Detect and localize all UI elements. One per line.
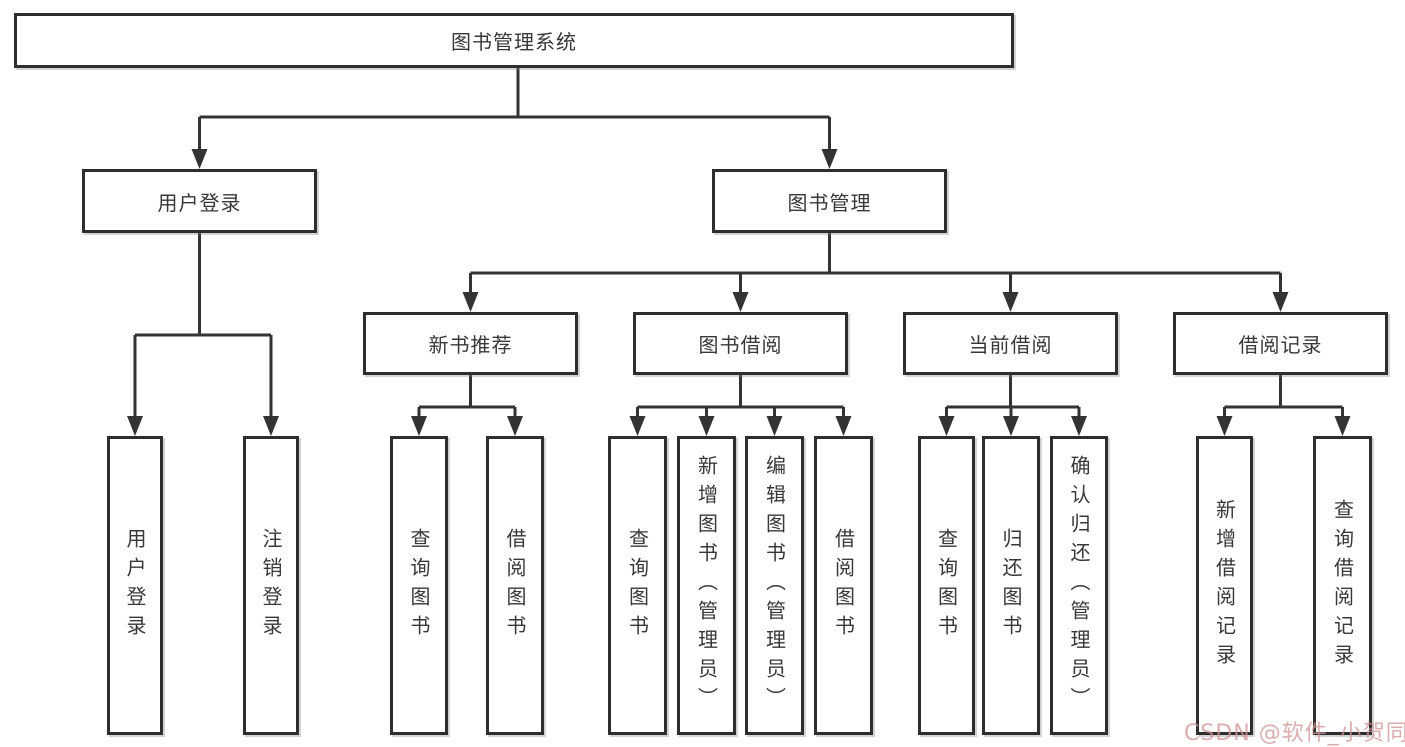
leaf-query-books-borrow: 查询图书	[608, 436, 667, 735]
leaf-add-books-admin-label: 新增图书（管理员）	[694, 455, 719, 716]
leaf-logout-label: 注销登录	[259, 527, 283, 644]
leaf-query-borrow-record: 查询借阅记录	[1313, 436, 1372, 735]
node-book-borrowing: 图书借阅	[633, 312, 848, 375]
node-user-login: 用户登录	[82, 169, 317, 233]
leaf-confirm-return-admin-label: 确认归还（管理员）	[1067, 455, 1091, 716]
node-borrowing-records: 借阅记录	[1173, 312, 1388, 375]
wire-root-level2	[198, 68, 831, 151]
node-current-borrowing: 当前借阅	[903, 312, 1118, 375]
leaf-query-books-current: 查询图书	[918, 436, 975, 735]
leaf-return-books-label: 归还图书	[999, 527, 1023, 644]
leaf-user-login-label: 用户登录	[123, 527, 147, 644]
leaf-borrow-books-recommend-label: 借阅图书	[503, 527, 527, 644]
node-book-borrowing-label: 图书借阅	[698, 333, 783, 357]
wire-userlogin-leaves	[133, 233, 273, 418]
leaf-add-books-admin: 新增图书（管理员）	[677, 436, 736, 735]
leaf-add-borrow-record-label: 新增借阅记录	[1212, 498, 1237, 673]
leaf-query-books-current-label: 查询图书	[934, 527, 959, 644]
leaf-borrow-books-recommend: 借阅图书	[486, 436, 544, 735]
leaf-edit-books-admin-label: 编辑图书（管理员）	[762, 455, 787, 716]
leaf-query-books-borrow-label: 查询图书	[625, 527, 650, 644]
leaf-query-borrow-record-label: 查询借阅记录	[1330, 498, 1355, 673]
wire-bookmgmt-level3	[469, 233, 1282, 294]
node-library-system-label: 图书管理系统	[451, 30, 577, 54]
node-current-borrowing-label: 当前借阅	[968, 333, 1053, 357]
leaf-borrow-books-label: 借阅图书	[831, 527, 856, 644]
leaf-confirm-return-admin: 确认归还（管理员）	[1050, 436, 1108, 735]
wire-current-leaves	[945, 375, 1081, 418]
wire-records-leaves	[1223, 375, 1344, 418]
node-new-book-recommendation-label: 新书推荐	[428, 333, 513, 357]
node-user-login-label: 用户登录	[157, 190, 242, 215]
leaf-edit-books-admin: 编辑图书（管理员）	[745, 436, 804, 735]
node-borrowing-records-label: 借阅记录	[1238, 333, 1323, 357]
leaf-query-books-recommend: 查询图书	[390, 436, 448, 735]
leaf-query-books-recommend-label: 查询图书	[407, 527, 431, 644]
leaf-return-books: 归还图书	[982, 436, 1040, 735]
leaf-borrow-books: 借阅图书	[814, 436, 873, 735]
wire-recommend-leaves	[417, 375, 517, 418]
node-library-system: 图书管理系统	[14, 13, 1014, 68]
leaf-user-login: 用户登录	[107, 436, 163, 735]
wire-borrowing-leaves	[636, 375, 845, 418]
node-book-management: 图书管理	[712, 169, 947, 233]
leaf-logout: 注销登录	[243, 436, 299, 735]
leaf-add-borrow-record: 新增借阅记录	[1196, 436, 1253, 735]
node-new-book-recommendation: 新书推荐	[363, 312, 578, 375]
arrowheads	[127, 149, 1351, 436]
node-book-management-label: 图书管理	[787, 190, 872, 215]
